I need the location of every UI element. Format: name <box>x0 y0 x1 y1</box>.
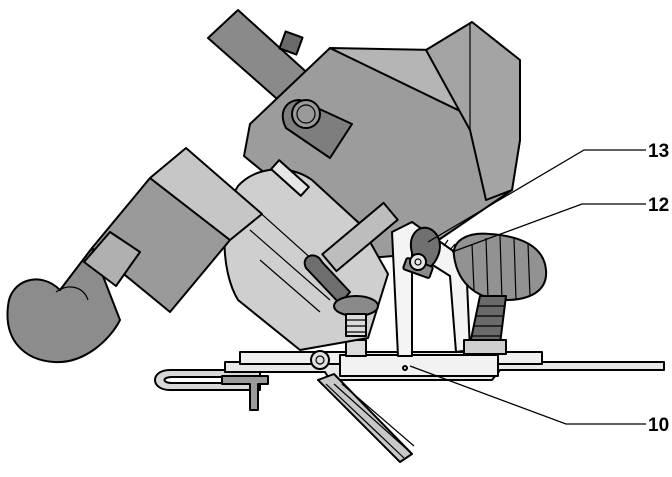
callout-leaders <box>409 149 646 425</box>
part-12-knob <box>452 232 548 355</box>
callout-13: 13 <box>648 141 669 162</box>
callout-labels: 13 12 10 <box>648 141 669 436</box>
callout-12: 12 <box>648 195 669 216</box>
part-13-bevel-lever <box>402 226 441 279</box>
dust-spout <box>6 147 263 364</box>
leader-10 <box>409 365 646 425</box>
leader-12 <box>451 203 646 253</box>
leader-13 <box>427 149 646 243</box>
bevel-scale-ticks <box>443 239 469 259</box>
part-10-clamp-bar <box>310 339 499 377</box>
wing-nut <box>303 254 379 337</box>
rear-housing <box>425 21 521 201</box>
callout-10: 10 <box>648 415 669 436</box>
